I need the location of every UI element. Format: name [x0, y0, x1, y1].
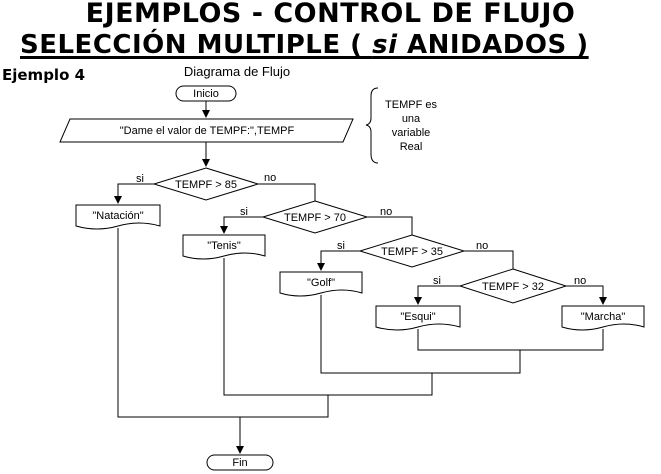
diagram-caption: Diagrama de Flujo [184, 64, 290, 79]
decision-1 [152, 167, 260, 201]
branch-no-d4 [566, 285, 607, 305]
output-marcha-label: "Marcha" [581, 311, 626, 323]
note-line-4: Real [400, 141, 423, 153]
decision-1-label: TEMPF > 85 [175, 179, 237, 191]
no-label-d3: no [476, 240, 488, 252]
output-tenis-shape [182, 234, 266, 260]
decision-2-label: TEMPF > 70 [284, 212, 346, 224]
branch-yes-d3 [317, 250, 360, 271]
title-line-1: EJEMPLOS - CONTROL DE FLUJO [85, 0, 576, 29]
input-label: "Dame el valor de TEMPF:",TEMPF [120, 125, 295, 137]
note-line-1: TEMPF es [385, 99, 437, 111]
output-esqui-label: "Esqui" [400, 311, 435, 323]
merge-d4 [417, 329, 604, 351]
yes-label-d4: si [433, 275, 441, 287]
branch-no-d2 [367, 216, 416, 244]
note-line-2: una [402, 113, 421, 125]
no-label-d4: no [574, 275, 586, 287]
title-line-2: SELECCIÓN MULTIPLE ( si ANIDADOS ) [20, 30, 589, 60]
decision-4-label: TEMPF > 32 [482, 281, 544, 293]
branch-yes-d1 [114, 183, 154, 204]
output-golf-shape [279, 271, 363, 297]
merge-d3 [320, 295, 521, 374]
note-brace [365, 87, 379, 164]
output-tenis-label: "Tenis" [207, 240, 241, 252]
merge-d1 [117, 228, 329, 418]
end-label: Fin [232, 457, 247, 469]
branch-yes-d4 [414, 285, 460, 305]
branch-yes-d2 [220, 216, 263, 234]
branch-no-d3 [464, 250, 517, 278]
output-esqui-shape [375, 305, 461, 331]
note-line-3: variable [392, 127, 431, 139]
title-line-2-part-b: si [372, 30, 398, 60]
output-marcha-shape [561, 305, 645, 331]
output-natacion-label: "Natación" [92, 210, 143, 222]
example-label: Ejemplo 4 [2, 66, 86, 84]
no-label-d2: no [380, 206, 392, 218]
yes-label-d3: si [337, 240, 345, 252]
input-parallelogram [59, 118, 354, 143]
decision-3 [358, 234, 466, 268]
decision-4 [458, 268, 568, 304]
end-terminator [206, 454, 274, 471]
no-label-d1: no [264, 172, 276, 184]
yes-label-d1: si [136, 173, 144, 185]
decision-2 [261, 200, 369, 234]
output-natacion-shape [75, 204, 161, 230]
yes-label-d2: si [240, 206, 248, 218]
decision-3-label: TEMPF > 35 [381, 246, 443, 258]
title-line-2-part-c: ANIDADOS ) [397, 30, 589, 60]
output-golf-label: "Golf" [307, 277, 335, 289]
start-label: Inicio [193, 88, 219, 100]
title-line-2-part-a: SELECCIÓN MULTIPLE ( [20, 30, 373, 60]
